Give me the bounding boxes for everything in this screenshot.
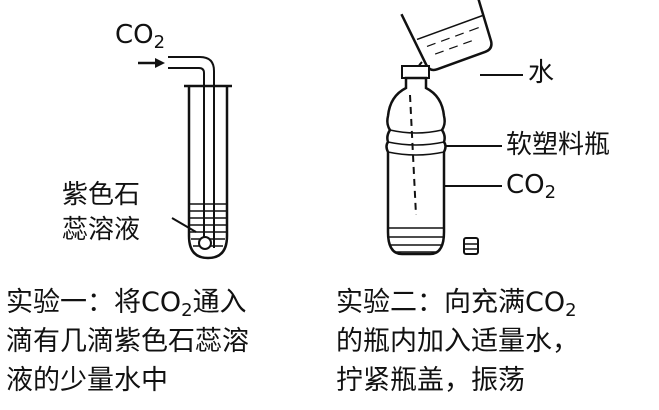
indicator-label-line2: 蕊溶液 bbox=[62, 215, 141, 245]
beaker bbox=[400, 0, 493, 72]
water-label: 水 bbox=[528, 58, 555, 88]
test-tube bbox=[184, 84, 232, 260]
soft-plastic-bottle bbox=[385, 76, 447, 256]
caption-subscript: 2 bbox=[181, 300, 193, 321]
caption-subscript: 2 bbox=[565, 300, 577, 321]
indicator-label-line1: 紫色石 bbox=[62, 180, 141, 210]
caption-text: 实验一：将CO bbox=[6, 287, 182, 318]
experiment-1-caption-line3: 液的少量水中 bbox=[6, 365, 168, 396]
experiment-1-panel: CO2 紫色石 蕊溶液 实验一：将CO2通入 滴有几滴紫色石蕊溶 液的少量水中 bbox=[6, 20, 249, 396]
co2-text: CO bbox=[506, 170, 545, 200]
delivery-tube bbox=[168, 56, 215, 248]
experiment-1-caption-line2: 滴有几滴紫色石蕊溶 bbox=[6, 326, 249, 357]
experiment-2-panel: 水 软塑料瓶 CO2 实验二：向充满CO2 的瓶内加入适量水， 拧紧瓶盖，振荡 bbox=[330, 0, 659, 410]
co2-subscript: 2 bbox=[153, 32, 166, 53]
experiment-2-diagram bbox=[385, 0, 523, 256]
experiment-1-diagram bbox=[138, 56, 232, 260]
loose-bottle-cap bbox=[463, 237, 479, 255]
experiment-2-caption-line1: 实验二：向充满CO2 bbox=[336, 284, 577, 329]
bottle-cap bbox=[401, 65, 430, 79]
gas-flow-arrowhead bbox=[155, 58, 165, 68]
water-path-dashed bbox=[409, 94, 417, 216]
water-in-bottle bbox=[389, 227, 443, 253]
co2-text: CO bbox=[115, 20, 154, 50]
experiment-1-caption-line1: 实验一：将CO2通入 bbox=[6, 284, 247, 329]
bottle-ridges bbox=[387, 129, 445, 156]
caption-text: 通入 bbox=[192, 287, 247, 318]
co2-subscript: 2 bbox=[544, 182, 557, 203]
gas-bubble bbox=[198, 236, 212, 250]
experiment-2-caption-line3: 拧紧瓶盖，振荡 bbox=[336, 365, 525, 396]
bottle-label: 软塑料瓶 bbox=[506, 130, 611, 160]
experiment-2-caption-line2: 的瓶内加入适量水， bbox=[336, 326, 579, 357]
indicator-pointer-line bbox=[171, 217, 197, 233]
caption-text: 实验二：向充满CO bbox=[336, 287, 566, 318]
co2-label-1: CO2 bbox=[115, 20, 165, 58]
co2-label-2: CO2 bbox=[506, 170, 556, 208]
